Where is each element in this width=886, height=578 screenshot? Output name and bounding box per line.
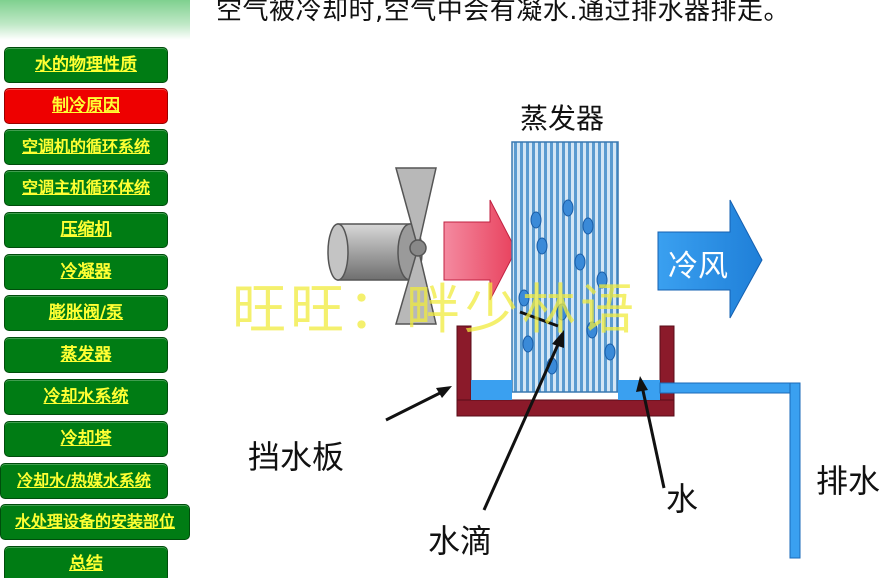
drain-pipe bbox=[659, 382, 801, 559]
nav-item-water-treatment-location[interactable]: 水处理设备的安装部位 bbox=[0, 504, 190, 540]
fan-blades bbox=[395, 167, 437, 325]
main-content: 空气被冷却时,空气中会有凝水.通过排水器排走。 bbox=[190, 0, 886, 578]
water-label: 水 bbox=[666, 480, 698, 518]
nav-item-water-properties[interactable]: 水的物理性质 bbox=[4, 47, 168, 83]
condensate-droplets bbox=[518, 199, 616, 375]
drain-label: 排水 bbox=[816, 462, 880, 500]
droplet-label: 水滴 bbox=[428, 522, 492, 560]
nav-item-cooling-water-system[interactable]: 冷却水系统 bbox=[4, 379, 168, 415]
nav-item-summary[interactable]: 总结 bbox=[4, 546, 168, 578]
nav-item-condenser[interactable]: 冷凝器 bbox=[4, 254, 168, 290]
sidebar-nav: 水的物理性质 制冷原因 空调机的循环系统 空调主机循环体统 压缩机 冷凝器 膨胀… bbox=[0, 0, 190, 578]
baffle-label: 挡水板 bbox=[248, 438, 344, 476]
nav-item-cooling-reason[interactable]: 制冷原因 bbox=[4, 88, 168, 124]
sidebar-header-decoration bbox=[0, 0, 190, 40]
nav-item-expansion-valve[interactable]: 膨胀阀/泵 bbox=[4, 295, 168, 331]
evaporator-condensate-diagram: 蒸发器 冷风 挡水板 水 水滴 排水 bbox=[248, 102, 880, 560]
cold-air-arrow bbox=[657, 199, 763, 319]
slide-caption: 空气被冷却时,空气中会有凝水.通过排水器排走。 bbox=[216, 0, 791, 26]
nav-item-compressor[interactable]: 压缩机 bbox=[4, 212, 168, 248]
nav-item-cooling-tower[interactable]: 冷却塔 bbox=[4, 421, 168, 457]
cold-air-label: 冷风 bbox=[668, 249, 728, 284]
inlet-air-arrow bbox=[443, 199, 517, 301]
label-pointers bbox=[385, 310, 666, 511]
watermark-text: 旺旺：畔少林语 bbox=[232, 278, 638, 341]
evaporator-label: 蒸发器 bbox=[520, 102, 604, 135]
nav-item-main-unit-cycle[interactable]: 空调主机循环体统 bbox=[4, 170, 168, 206]
nav-item-ac-cycle-system[interactable]: 空调机的循环系统 bbox=[4, 129, 168, 165]
nav-item-evaporator[interactable]: 蒸发器 bbox=[4, 337, 168, 373]
nav-item-cooling-heating-water[interactable]: 冷却水/热媒水系统 bbox=[0, 463, 168, 499]
